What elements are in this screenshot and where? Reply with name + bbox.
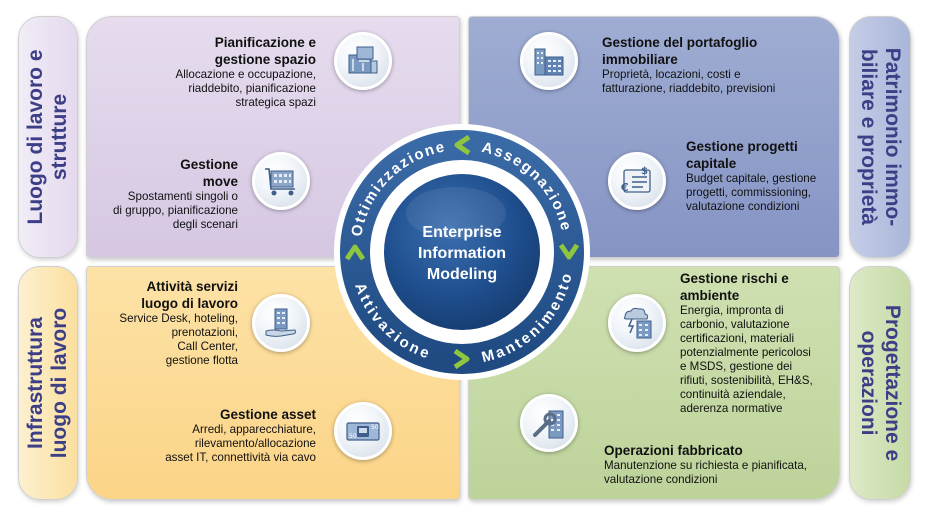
block-risk-environment: Gestione rischi e ambiente Energia, impr… bbox=[680, 270, 840, 416]
block-desc: prenotazioni, bbox=[171, 326, 238, 339]
side-label-line: luogo di lavoro bbox=[48, 307, 71, 459]
side-label-line: Progettazione e bbox=[881, 304, 904, 462]
center-title-line2: Information bbox=[418, 245, 506, 262]
block-title: Attività servizi bbox=[146, 279, 238, 294]
side-label-right-bottom: Progettazione e operazioni bbox=[849, 266, 911, 500]
ring-arrow-right-icon bbox=[558, 243, 580, 260]
budget-document-icon: $ € bbox=[608, 152, 666, 210]
block-desc: Call Center, bbox=[177, 340, 238, 353]
side-label-left-bottom: Infrastruttura luogo di lavoro bbox=[18, 266, 78, 500]
block-desc: Allocazione e occupazione, bbox=[175, 68, 316, 81]
block-capital-projects: Gestione progetti capitale Budget capita… bbox=[686, 138, 836, 214]
moving-cart-icon bbox=[252, 152, 310, 210]
block-desc: Spostamenti singoli o bbox=[127, 190, 238, 203]
wrench-building-icon bbox=[520, 394, 578, 452]
block-desc: carbonio, valutazione bbox=[680, 318, 790, 331]
side-label-right-top: Patrimonio immo- biliare e proprietà bbox=[849, 16, 911, 258]
side-label-left-top: Luogo di lavoro e strutture bbox=[18, 16, 78, 258]
cash-asset-icon: 50 50 bbox=[334, 402, 392, 460]
block-desc: Budget capitale, gestione bbox=[686, 172, 817, 185]
center-title-line3: Modeling bbox=[427, 266, 497, 283]
center-ball bbox=[384, 174, 540, 330]
svg-text:50: 50 bbox=[349, 433, 357, 440]
block-desc: strategica spazi bbox=[235, 96, 316, 109]
block-desc: Arredi, apparecchiature, bbox=[192, 423, 316, 436]
block-title: Gestione asset bbox=[219, 407, 316, 422]
block-title: immobiliare bbox=[602, 52, 678, 67]
block-title: gestione spazio bbox=[214, 52, 316, 67]
block-title: Gestione progetti bbox=[686, 139, 798, 154]
ring-band bbox=[340, 130, 584, 374]
block-desc: progetti, commissioning, bbox=[686, 186, 812, 199]
floor-plan-icon bbox=[334, 32, 392, 90]
side-label-line: biliare e proprietà bbox=[857, 48, 880, 226]
side-label-text: Progettazione e operazioni bbox=[856, 305, 904, 461]
weather-building-icon bbox=[608, 294, 666, 352]
svg-text:$: $ bbox=[641, 166, 648, 177]
block-desc: Proprietà, locazioni, costi e bbox=[602, 68, 741, 81]
block-portfolio: Gestione del portafoglio immobiliare Pro… bbox=[602, 34, 832, 96]
service-hand-icon bbox=[252, 294, 310, 352]
block-title: capitale bbox=[686, 156, 737, 171]
ring-arrow-bottom-icon bbox=[453, 348, 470, 370]
center-cycle: Ottimizzazione Assegnazione Attivazione … bbox=[334, 124, 590, 380]
buildings-icon bbox=[520, 32, 578, 90]
block-desc: rifiuti, sostenibilità, EH&S, bbox=[680, 374, 813, 387]
block-title: Operazioni fabbricato bbox=[604, 443, 743, 458]
center-ball-highlight bbox=[406, 187, 506, 239]
block-title: Gestione bbox=[180, 157, 238, 172]
block-workplace-services: Attività servizi luogo di lavoro Service… bbox=[78, 278, 238, 368]
block-desc: di gruppo, pianificazione bbox=[112, 204, 238, 217]
block-desc: Energia, impronta di bbox=[680, 304, 784, 317]
block-title: Pianificazione e bbox=[214, 35, 316, 50]
block-asset: Gestione asset Arredi, apparecchiature, … bbox=[86, 406, 316, 465]
svg-text:€: € bbox=[620, 181, 629, 194]
block-desc: fatturazione, riaddebito, previsioni bbox=[602, 82, 776, 95]
ring-arrow-left-icon bbox=[344, 244, 366, 261]
side-label-line: Infrastruttura bbox=[24, 317, 47, 449]
side-label-text: Patrimonio immo- biliare e proprietà bbox=[856, 48, 904, 227]
block-desc: certificazioni, materiali bbox=[680, 332, 795, 345]
block-space-planning: Pianificazione e gestione spazio Allocaz… bbox=[86, 34, 316, 110]
block-desc: Manutenzione su richiesta e pianificata, bbox=[604, 459, 808, 472]
side-label-line: strutture bbox=[48, 93, 71, 181]
block-desc: potenzialmente pericolosi bbox=[680, 346, 811, 359]
block-title: move bbox=[202, 174, 238, 189]
side-label-line: Patrimonio immo- bbox=[881, 47, 904, 227]
ring-arrow-top-icon bbox=[454, 134, 471, 156]
block-title: ambiente bbox=[680, 288, 740, 303]
block-desc: asset IT, connettività via cavo bbox=[165, 451, 316, 464]
block-desc: gestione flotta bbox=[165, 354, 238, 367]
side-label-line: Luogo di lavoro e bbox=[24, 49, 47, 225]
block-desc: valutazione condizioni bbox=[686, 200, 800, 213]
center-title-line1: Enterprise bbox=[422, 224, 501, 241]
block-desc: Service Desk, hoteling, bbox=[119, 312, 238, 325]
block-desc: aderenza normative bbox=[680, 402, 783, 415]
side-label-text: Luogo di lavoro e strutture bbox=[24, 49, 72, 224]
block-desc: continuità aziendale, bbox=[680, 388, 786, 401]
block-building-operations: Operazioni fabbricato Manutenzione su ri… bbox=[604, 442, 836, 487]
svg-text:50: 50 bbox=[371, 424, 379, 431]
block-title: Gestione rischi e bbox=[680, 271, 789, 286]
block-desc: e MSDS, gestione dei bbox=[680, 360, 793, 373]
block-desc: degli scenari bbox=[172, 218, 238, 231]
side-label-text: Infrastruttura luogo di lavoro bbox=[24, 308, 72, 459]
block-title: luogo di lavoro bbox=[141, 296, 238, 311]
block-move: Gestione move Spostamenti singoli o di g… bbox=[78, 156, 238, 232]
block-desc: rilevamento/allocazione bbox=[194, 437, 316, 450]
block-desc: valutazione condizioni bbox=[604, 473, 718, 486]
side-label-line: operazioni bbox=[857, 330, 880, 436]
block-title: Gestione del portafoglio bbox=[602, 35, 758, 50]
block-desc: riaddebito, pianificazione bbox=[188, 82, 316, 95]
